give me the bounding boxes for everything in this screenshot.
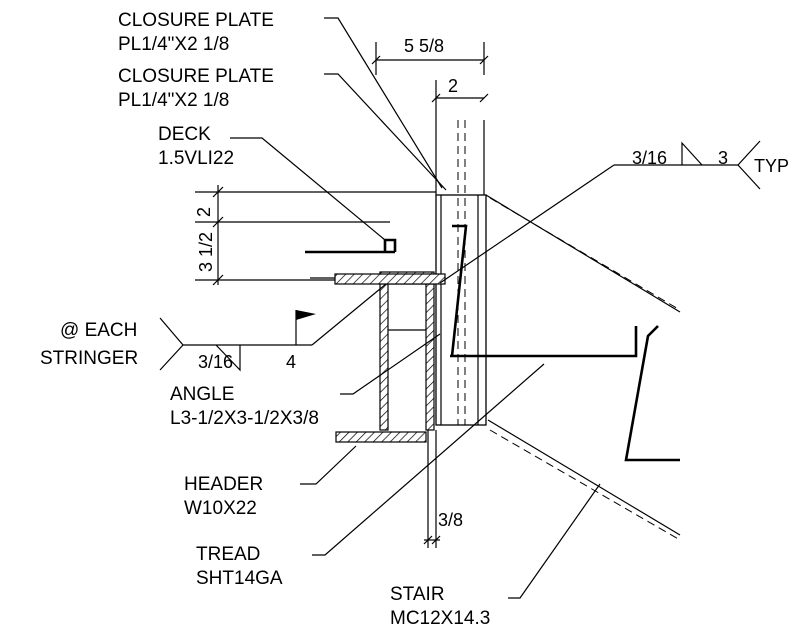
tread-plate <box>450 224 680 462</box>
closure-plate-2-size: PL1/4"X2 1/8 <box>118 90 229 111</box>
weld-right-size: 3/16 <box>632 148 667 168</box>
dimension-vertical <box>195 185 436 286</box>
angle-title: ANGLE <box>170 384 234 405</box>
weld-right-tail: TYP <box>754 156 789 176</box>
dimension-vert-upper-text: 2 <box>194 207 214 217</box>
closure-plate-1-size: PL1/4"X2 1/8 <box>118 34 229 55</box>
leaders <box>230 17 601 599</box>
weld-symbol-right <box>439 140 761 284</box>
deck-size: 1.5VLI22 <box>158 148 234 169</box>
tread-title: TREAD <box>196 544 260 565</box>
weld-left-length: 4 <box>286 352 296 372</box>
header-beam <box>335 271 435 443</box>
dimension-bottom-gap-text: 3/8 <box>438 510 463 530</box>
stair-stringer <box>485 194 681 541</box>
weld-right-length: 3 <box>718 148 728 168</box>
weld-symbol-left <box>159 283 387 372</box>
closure-plate-2-title: CLOSURE PLATE <box>118 66 274 87</box>
deck-title: DECK <box>158 124 211 145</box>
dimension-top-inner-text: 2 <box>448 76 458 96</box>
header-size: W10X22 <box>184 498 257 519</box>
weld-left-size: 3/16 <box>198 352 233 372</box>
header-title: HEADER <box>184 474 263 495</box>
deck <box>305 238 446 285</box>
dimension-top-width <box>371 42 489 75</box>
closure-plate-vertical <box>435 120 487 426</box>
dimension-top-width-text: 5 5/8 <box>404 36 444 56</box>
closure-plate-1-title: CLOSURE PLATE <box>118 10 274 31</box>
each-stringer-line-2: STRINGER <box>40 348 138 369</box>
tread-size: SHT14GA <box>196 568 283 589</box>
stair-size: MC12X14.3 <box>390 608 490 629</box>
dimension-vert-lower-text: 3 1/2 <box>196 232 216 272</box>
dimension-top-inner <box>431 80 489 195</box>
each-stringer-line-1: @ EACH <box>60 320 137 341</box>
angle-size: L3-1/2X3-1/2X3/8 <box>170 408 319 429</box>
stair-title: STAIR <box>390 584 445 605</box>
dimension-bottom-gap <box>423 430 441 548</box>
